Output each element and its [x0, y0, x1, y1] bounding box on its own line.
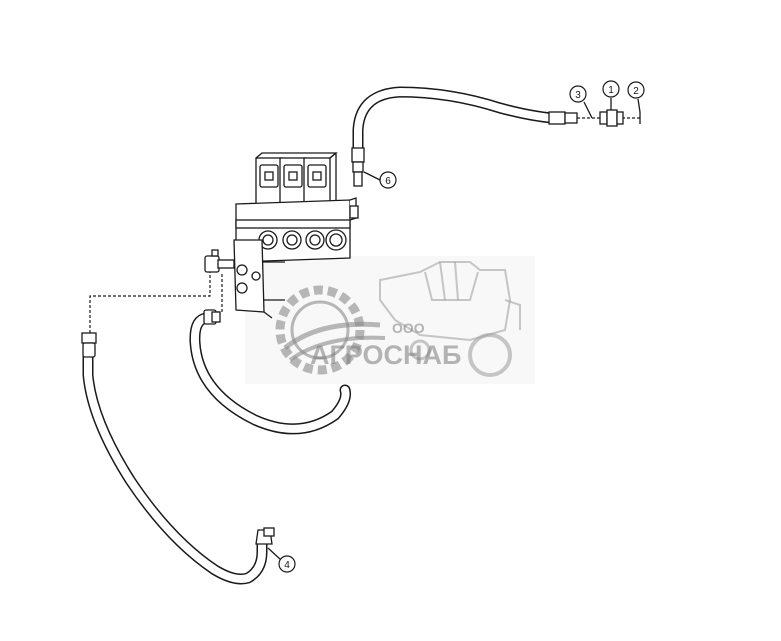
adapter-fitting — [599, 109, 624, 127]
solenoid-2 — [279, 157, 307, 207]
dashed-link-mid — [212, 272, 223, 313]
control-valve-block — [204, 152, 359, 319]
callout-2-label: 2 — [633, 86, 639, 97]
hose-top — [351, 86, 578, 187]
callout-6: 6 — [363, 171, 397, 189]
hose-middle — [189, 309, 351, 435]
watermark-harvester-icon — [379, 261, 521, 377]
watermark: ООО АГРОСНАБ — [245, 256, 535, 384]
callout-6-label: 6 — [385, 176, 391, 187]
callout-1-label: 1 — [608, 85, 614, 96]
watermark-gear-icon — [275, 285, 386, 375]
callout-3-label: 3 — [575, 90, 581, 101]
watermark-name: АГРОСНАБ — [310, 340, 461, 370]
watermark-prefix: ООО — [392, 320, 425, 336]
callout-1: 1 — [602, 80, 620, 110]
solenoid-3 — [303, 157, 331, 207]
callout-2: 2 — [627, 81, 645, 113]
solenoid-1 — [255, 157, 283, 207]
dashed-link-left — [89, 272, 211, 333]
callout-4-label: 4 — [284, 560, 290, 571]
callout-3: 3 — [569, 85, 593, 119]
callout-4: 4 — [267, 547, 296, 573]
hose-long — [81, 332, 275, 585]
